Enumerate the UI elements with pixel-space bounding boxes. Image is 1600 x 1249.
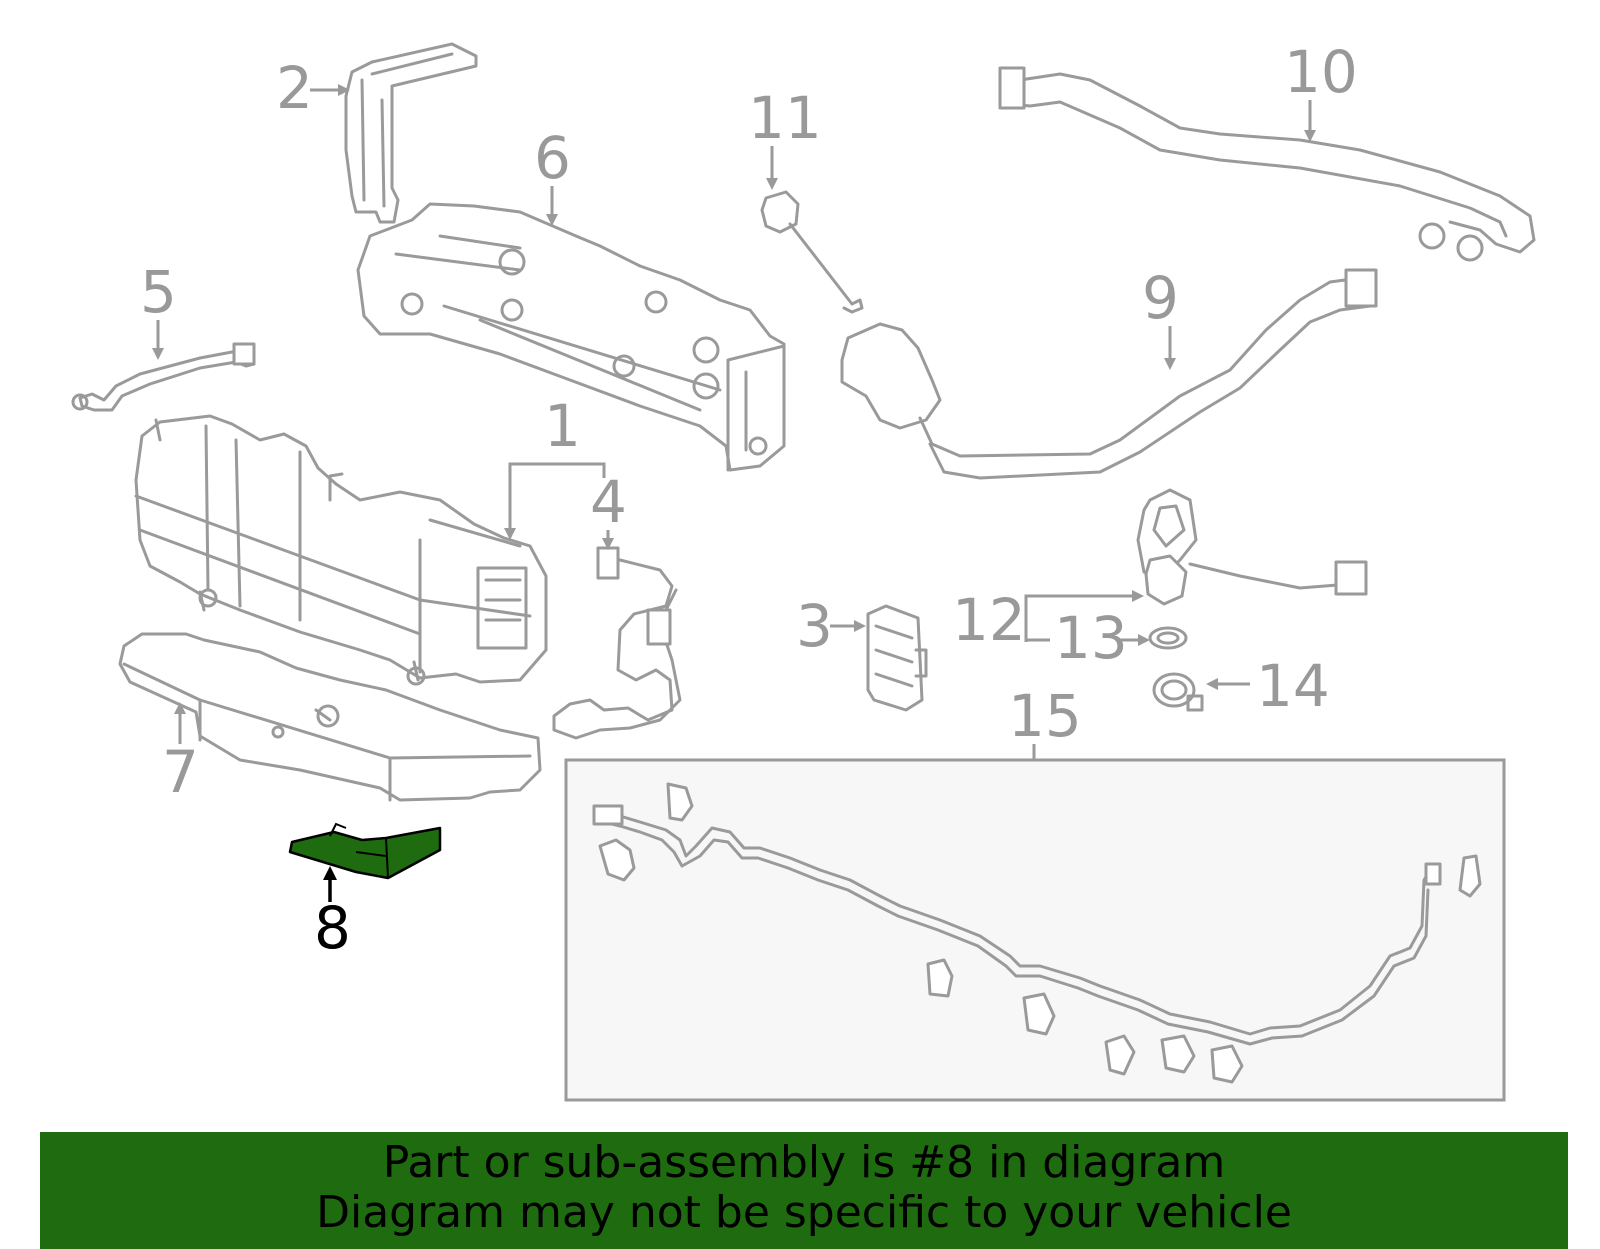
part-1-canister[interactable] xyxy=(134,414,548,686)
callout-10: 10 xyxy=(1284,38,1358,106)
part-9-tube[interactable] xyxy=(840,268,1378,480)
part-6-heat-shield[interactable] xyxy=(356,202,786,472)
callout-1: 1 xyxy=(544,392,581,460)
part-12-pump[interactable] xyxy=(1136,488,1368,606)
part-3-module[interactable] xyxy=(866,604,928,712)
callout-7: 7 xyxy=(162,738,199,806)
callout-14: 14 xyxy=(1256,652,1330,720)
part-15-harness-kit[interactable] xyxy=(564,758,1506,1102)
callout-2: 2 xyxy=(276,54,313,122)
callout-6: 6 xyxy=(534,124,571,192)
callout-9: 9 xyxy=(1142,264,1179,332)
part-5-hose[interactable] xyxy=(71,342,256,412)
callout-13: 13 xyxy=(1054,604,1128,672)
part-14-clamp[interactable] xyxy=(1152,672,1204,712)
banner-line-1: Part or sub-assembly is #8 in diagram xyxy=(382,1137,1226,1188)
callout-3: 3 xyxy=(796,592,833,660)
callout-11: 11 xyxy=(748,84,822,152)
part-8-highlighted[interactable] xyxy=(288,822,442,880)
leader-12 xyxy=(1024,594,1140,642)
part-13-oring[interactable] xyxy=(1148,626,1188,650)
part-2-bracket[interactable] xyxy=(344,42,478,224)
part-10-hose[interactable] xyxy=(998,66,1536,262)
callout-12: 12 xyxy=(952,586,1026,654)
part-11-sensor[interactable] xyxy=(760,190,864,314)
callout-4: 4 xyxy=(590,468,627,536)
info-banner: Part or sub-assembly is #8 in diagram Di… xyxy=(40,1132,1568,1249)
callout-8: 8 xyxy=(314,894,351,962)
callout-15: 15 xyxy=(1008,682,1082,750)
part-4-harness[interactable] xyxy=(552,546,682,740)
part-7-tray[interactable] xyxy=(118,632,542,802)
leader-1 xyxy=(508,462,606,536)
callout-5: 5 xyxy=(140,258,177,326)
banner-line-2: Diagram may not be specific to your vehi… xyxy=(316,1187,1292,1238)
